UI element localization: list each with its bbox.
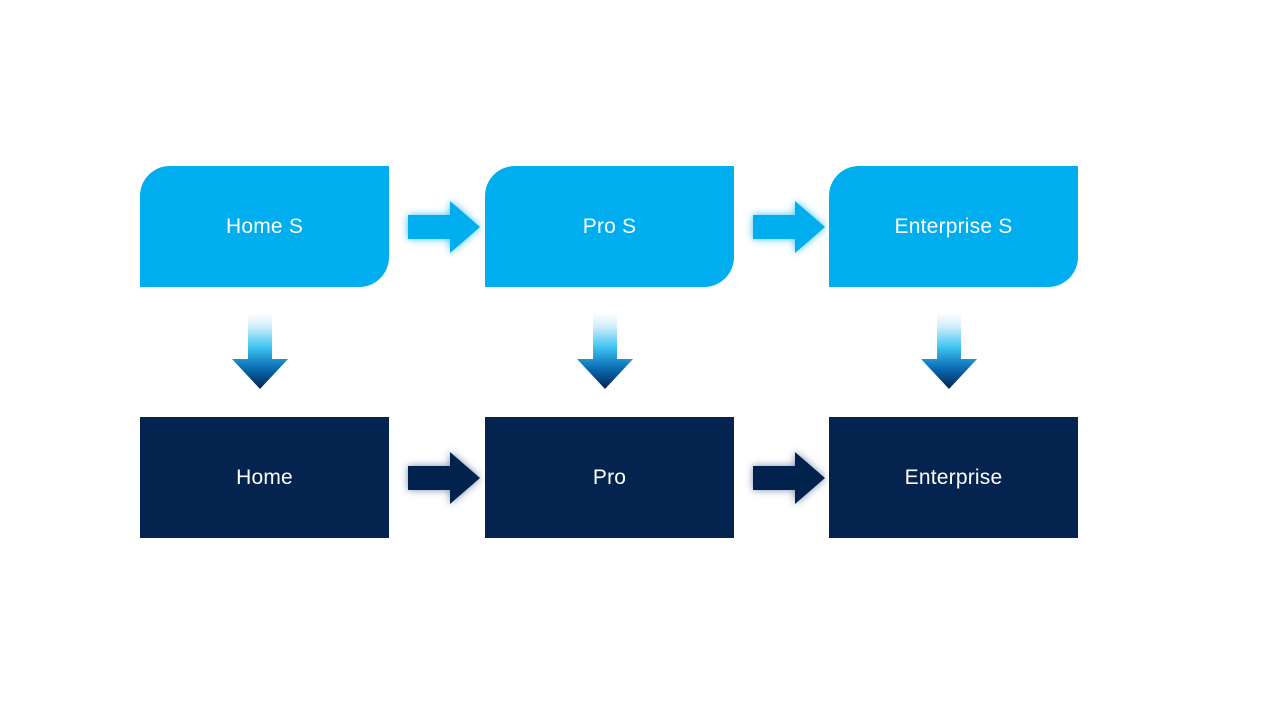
node-home[interactable]: Home xyxy=(140,417,389,538)
arrow-right-icon-pro-s-to-enterprise-s xyxy=(743,191,833,263)
node-enterprise[interactable]: Enterprise xyxy=(829,417,1078,538)
node-label: Enterprise xyxy=(904,465,1003,489)
arrow-down-icon-home-s-to-home xyxy=(224,305,296,397)
node-pro-s[interactable]: Pro S xyxy=(485,166,734,287)
node-label: Pro S xyxy=(582,214,637,238)
arrow-right-icon-home-s-to-pro-s xyxy=(398,191,488,263)
node-home-s[interactable]: Home S xyxy=(140,166,389,287)
arrow-right-icon-pro-to-enterprise xyxy=(743,442,833,514)
arrow-down-icon-enterprise-s-to-enterprise xyxy=(913,305,985,397)
node-label: Home xyxy=(236,465,293,489)
arrow-down-icon-pro-s-to-pro xyxy=(569,305,641,397)
node-label: Enterprise S xyxy=(894,214,1013,238)
node-enterprise-s[interactable]: Enterprise S xyxy=(829,166,1078,287)
arrow-right-icon-home-to-pro xyxy=(398,442,488,514)
node-label: Pro xyxy=(592,465,627,489)
node-pro[interactable]: Pro xyxy=(485,417,734,538)
node-label: Home S xyxy=(225,214,304,238)
